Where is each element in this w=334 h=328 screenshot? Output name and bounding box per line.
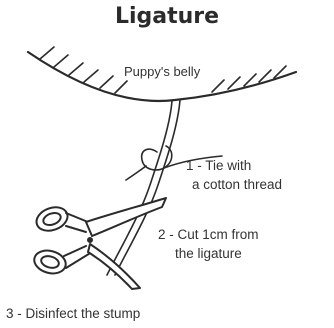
- step3-label: 3 - Disinfect the stump: [6, 305, 140, 323]
- umbilical-cord: [107, 100, 180, 275]
- step1-label-line2: a cotton thread: [192, 176, 282, 194]
- step2-label-line2: the ligature: [175, 245, 242, 263]
- step1-label-line1: 1 - Tie with: [186, 157, 251, 175]
- belly-label: Puppy's belly: [124, 63, 200, 81]
- scissors-icon: [32, 198, 166, 289]
- step2-label-line1: 2 - Cut 1cm from: [158, 226, 259, 244]
